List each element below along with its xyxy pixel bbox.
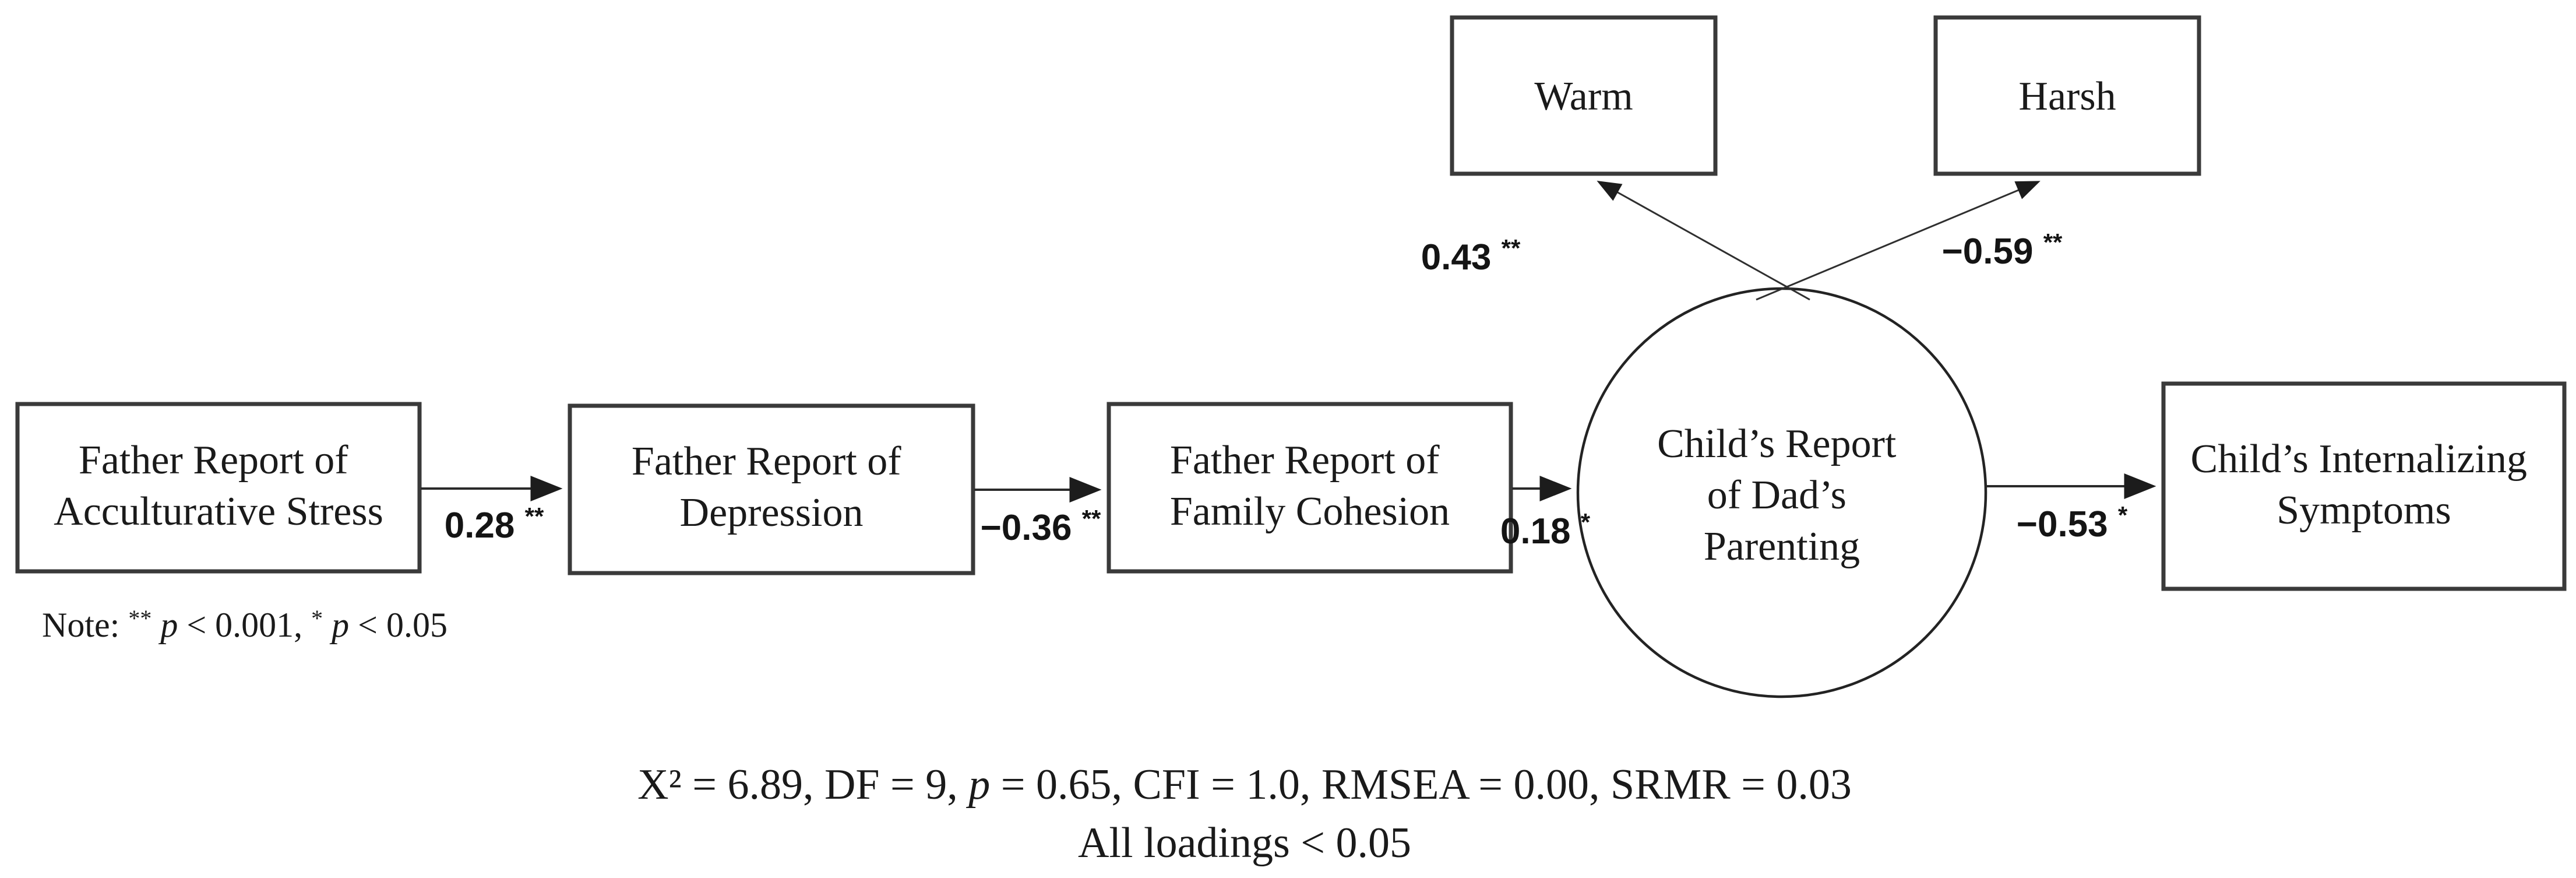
note-text: Note: ** p < 0.001, * p < 0.05 [42,595,447,644]
stress-label: Father Report of Acculturative Stress [54,438,383,534]
parenting-label: Child’s Report of Dad’s Parenting [1657,422,1907,569]
internalizing-box [2161,381,2567,591]
coef-parenting-harsh: −0.59 ** [1942,229,2063,272]
stress-box [15,402,422,574]
arrow-parenting-to-warm [1597,180,1810,301]
warm-box [1450,15,1718,176]
depression-box [568,403,975,575]
warm-label: Warm [1534,74,1633,119]
cohesion-box [1106,402,1513,574]
coef-parenting-warm: 0.43 ** [1421,234,1521,278]
coef-parenting-internalizing: −0.53 * [2017,501,2128,545]
coef-depression-cohesion: −0.36 ** [981,505,1101,548]
cohesion-label: Father Report of Family Cohesion [1170,438,1450,534]
loadings-note-line: All loadings < 0.05 [1078,819,1411,867]
arrow-parenting-to-harsh [1756,181,2041,301]
fit-statistics-line: X² = 6.89, DF = 9, p = 0.65, CFI = 1.0, … [637,761,1852,809]
internalizing-label: Child’s Internalizing Symptoms [2191,437,2538,533]
harsh-box [1933,15,2201,176]
coef-cohesion-parenting: 0.18 * [1500,508,1591,552]
coef-stress-depression: 0.28 ** [445,503,544,546]
harsh-label: Harsh [2018,74,2116,119]
depression-label: Father Report of Depression [632,439,911,535]
